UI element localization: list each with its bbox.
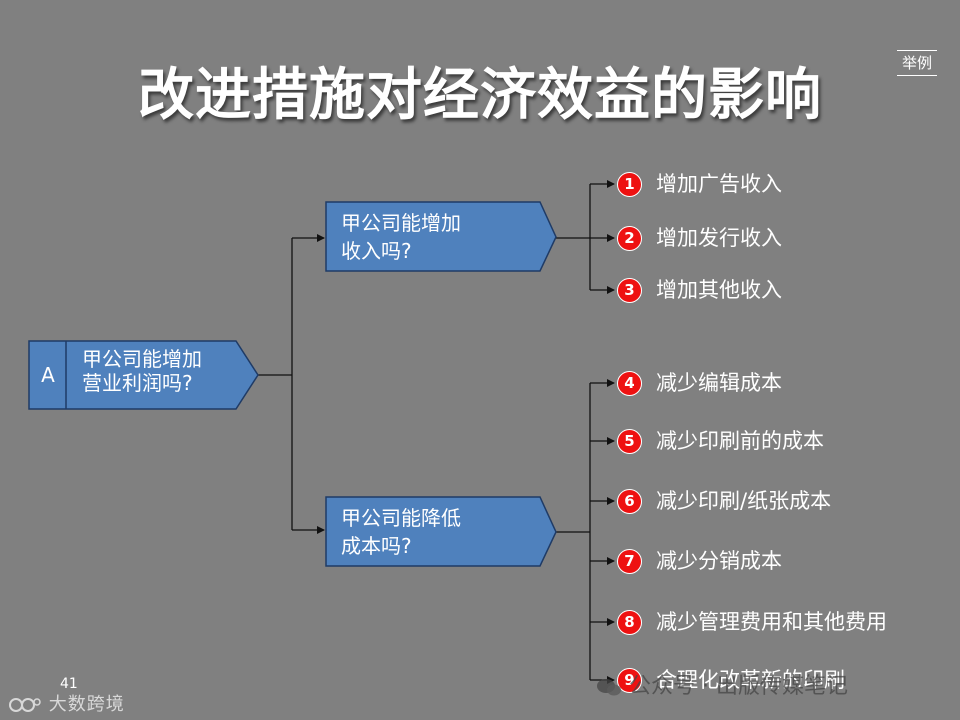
- page-number: 41: [60, 676, 78, 692]
- item-number-badge: 6: [617, 489, 642, 514]
- revenue-line-1: 甲公司能增加: [341, 211, 461, 235]
- item-label: 增加其他收入: [656, 278, 782, 302]
- item-label: 增加广告收入: [656, 172, 782, 196]
- watermark: 公众号 · 出版传媒笔记: [596, 668, 848, 700]
- slide-title: 改进措施对经济效益的影响: [138, 63, 822, 128]
- cost-box: [325, 496, 559, 568]
- root-shape: [28, 340, 259, 410]
- item-label: 减少印刷前的成本: [656, 429, 824, 453]
- root-line-1: 甲公司能增加: [82, 347, 202, 371]
- root-letter: A: [41, 363, 55, 387]
- revenue-line-2: 收入吗?: [341, 239, 412, 263]
- item-label: 减少管理费用和其他费用: [656, 610, 887, 634]
- example-tag: 举例: [897, 50, 937, 76]
- item-number-badge: 9: [617, 668, 642, 693]
- revenue-shape: [325, 201, 557, 272]
- revenue-box: [325, 201, 559, 273]
- watermark-text: 公众号 · 出版传媒笔记: [629, 674, 848, 699]
- root-box: [28, 340, 260, 412]
- root-line-2: 营业利润吗?: [82, 371, 193, 395]
- item-number-badge: 1: [617, 172, 642, 197]
- brand-logo-icon: [9, 698, 41, 712]
- wechat-icon: [597, 679, 621, 696]
- cost-line-1: 甲公司能降低: [341, 506, 461, 530]
- item-label: 增加发行收入: [656, 226, 782, 250]
- item-label: 合理化改革新的印刷: [656, 668, 845, 692]
- item-number-badge: 5: [617, 429, 642, 454]
- item-number-badge: 3: [617, 278, 642, 303]
- item-number-badge: 8: [617, 610, 642, 635]
- item-label: 减少编辑成本: [656, 371, 782, 395]
- brand-mark: 大数跨境: [8, 690, 125, 716]
- item-label: 减少分销成本: [656, 549, 782, 573]
- brand-text: 大数跨境: [48, 694, 125, 715]
- item-number-badge: 2: [617, 226, 642, 251]
- item-number-badge: 4: [617, 371, 642, 396]
- cost-line-2: 成本吗?: [341, 534, 412, 558]
- cost-shape: [325, 496, 557, 567]
- item-number-badge: 7: [617, 549, 642, 574]
- item-label: 减少印刷/纸张成本: [656, 489, 832, 513]
